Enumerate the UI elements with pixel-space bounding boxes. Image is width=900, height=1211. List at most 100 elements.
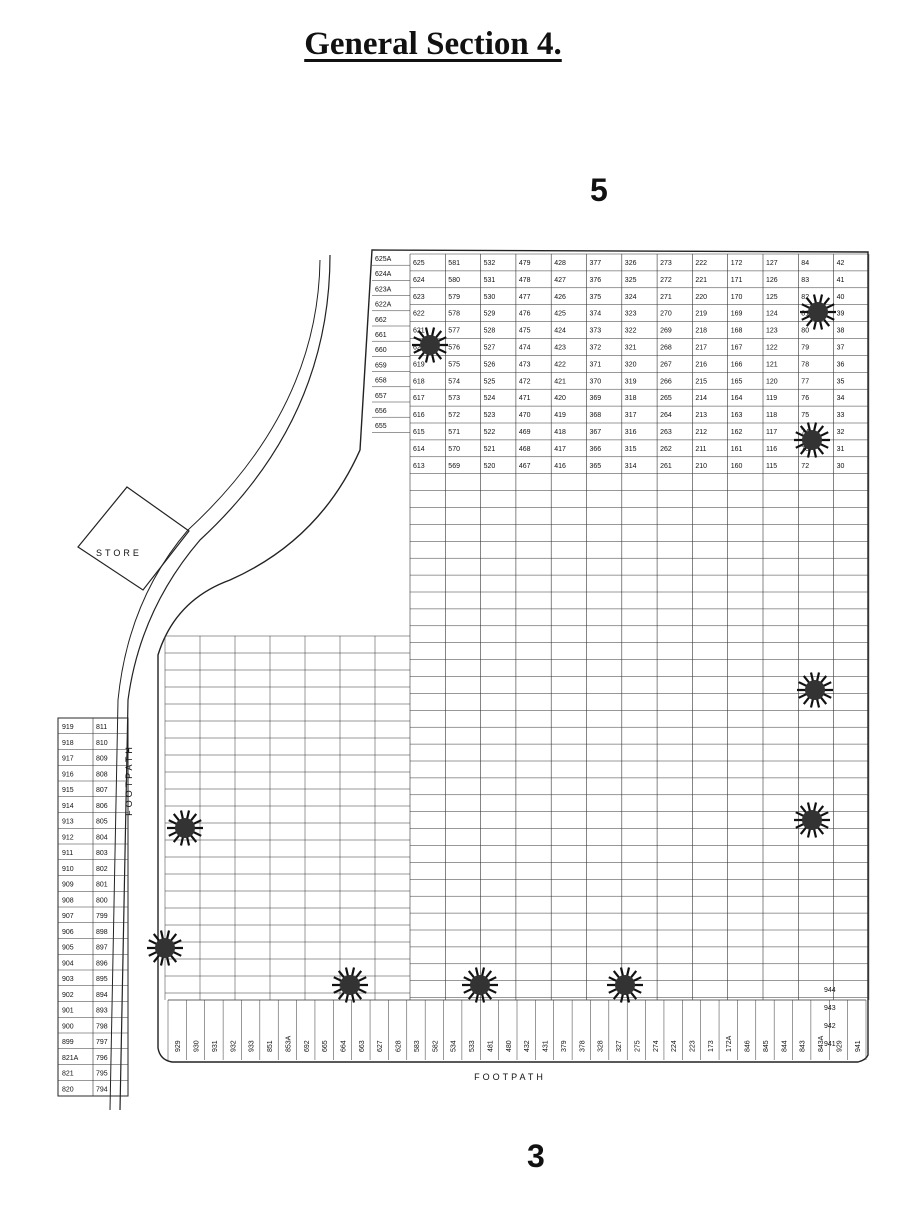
lot-number: 33	[837, 412, 845, 419]
lot-number: 807	[96, 787, 108, 794]
lot-number: 377	[590, 260, 602, 267]
lot-number: 821	[62, 1071, 74, 1078]
lot-number: 900	[62, 1023, 74, 1030]
lot-number: 167	[731, 345, 743, 352]
lot-number: 658	[375, 378, 387, 385]
lot-number: 475	[519, 328, 531, 335]
lot-number: 808	[96, 771, 108, 778]
lot-number: 124	[766, 311, 778, 318]
lot-number: 213	[695, 412, 707, 419]
lot-number: 821A	[62, 1055, 79, 1062]
lot-number: 76	[801, 395, 809, 402]
lot-number: 805	[96, 819, 108, 826]
lot-number: 524	[484, 395, 496, 402]
lot-number: 534	[451, 1040, 458, 1052]
lot-number: 222	[695, 260, 707, 267]
lot-number: 271	[660, 294, 672, 301]
lot-number: 625	[413, 260, 425, 267]
tree-icon	[794, 802, 830, 838]
lot-number: 173	[708, 1040, 715, 1052]
lot-number: 895	[96, 976, 108, 983]
lot-number: 428	[554, 260, 566, 267]
lot-number: 573	[448, 395, 460, 402]
lot-number: 35	[837, 378, 845, 385]
lot-number: 80	[801, 328, 809, 335]
lot-number: 526	[484, 361, 496, 368]
lot-number: 617	[413, 395, 425, 402]
lot-number: 527	[484, 345, 496, 352]
lot-number: 620	[413, 345, 425, 352]
lot-number: 853A	[285, 1035, 292, 1052]
lot-number: 811	[96, 724, 107, 731]
lot-number: 469	[519, 429, 531, 436]
lot-number: 525	[484, 378, 496, 385]
lot-number: 582	[432, 1040, 439, 1052]
lot-number: 622	[413, 311, 425, 318]
road-edge-outer	[119, 254, 331, 1111]
lot-number: 368	[590, 412, 602, 419]
lot-number: 622A	[375, 302, 392, 309]
lot-number: 799	[96, 913, 108, 920]
lot-number: 162	[731, 429, 743, 436]
lot-number: 533	[469, 1040, 476, 1052]
lot-number: 809	[96, 756, 108, 763]
lot-number: 262	[660, 446, 672, 453]
lot-number: 365	[590, 463, 602, 470]
lot-number: 316	[625, 429, 637, 436]
lot-number: 530	[484, 294, 496, 301]
lot-number: 663	[359, 1040, 366, 1052]
lot-number: 426	[554, 294, 566, 301]
lot-number: 579	[448, 294, 460, 301]
lot-number: 618	[413, 378, 425, 385]
lot-number: 319	[625, 378, 637, 385]
lot-number: 161	[731, 446, 743, 453]
lot-number: 322	[625, 328, 637, 335]
tree-icon	[412, 327, 448, 363]
lot-number: 326	[625, 260, 637, 267]
lot-number: 531	[484, 277, 496, 284]
lot-number: 263	[660, 429, 672, 436]
lot-number: 424	[554, 328, 566, 335]
lot-number: 370	[590, 378, 602, 385]
lot-number: 913	[62, 819, 74, 826]
lot-number: 905	[62, 945, 74, 952]
lot-number: 909	[62, 882, 74, 889]
lot-number: 419	[554, 412, 566, 419]
lot-number: 933	[249, 1040, 256, 1052]
lot-number: 627	[377, 1040, 384, 1052]
lot-number: 432	[524, 1040, 531, 1052]
lot-number: 929	[836, 1040, 843, 1052]
lot-number: 471	[519, 395, 531, 402]
lot-number: 908	[62, 897, 74, 904]
lot-number: 480	[506, 1040, 513, 1052]
lot-number: 122	[766, 345, 778, 352]
lot-number: 366	[590, 446, 602, 453]
lot-number: 897	[96, 945, 108, 952]
lot-number: 324	[625, 294, 637, 301]
lot-number: 166	[731, 361, 743, 368]
lot-number: 912	[62, 834, 74, 841]
lot-number: 797	[96, 1039, 108, 1046]
lot-number: 470	[519, 412, 531, 419]
lot-number: 619	[413, 361, 425, 368]
lot-number: 896	[96, 960, 108, 967]
lot-number: 810	[96, 740, 108, 747]
lot-number: 224	[671, 1040, 678, 1052]
lot-number: 371	[590, 361, 602, 368]
lot-number: 941	[824, 1041, 836, 1048]
lot-number: 576	[448, 345, 460, 352]
lot-number: 431	[543, 1040, 550, 1052]
lot-number: 910	[62, 866, 74, 873]
tree-icon	[147, 930, 183, 966]
lot-number: 898	[96, 929, 108, 936]
lot-number: 423	[554, 345, 566, 352]
lot-number: 78	[801, 361, 809, 368]
lot-number: 532	[484, 260, 496, 267]
lot-number: 168	[731, 328, 743, 335]
lot-number: 115	[766, 463, 777, 470]
lot-number: 943	[824, 1005, 836, 1012]
lot-number: 580	[448, 277, 460, 284]
lot-number: 659	[375, 362, 387, 369]
store-building	[77, 486, 190, 591]
